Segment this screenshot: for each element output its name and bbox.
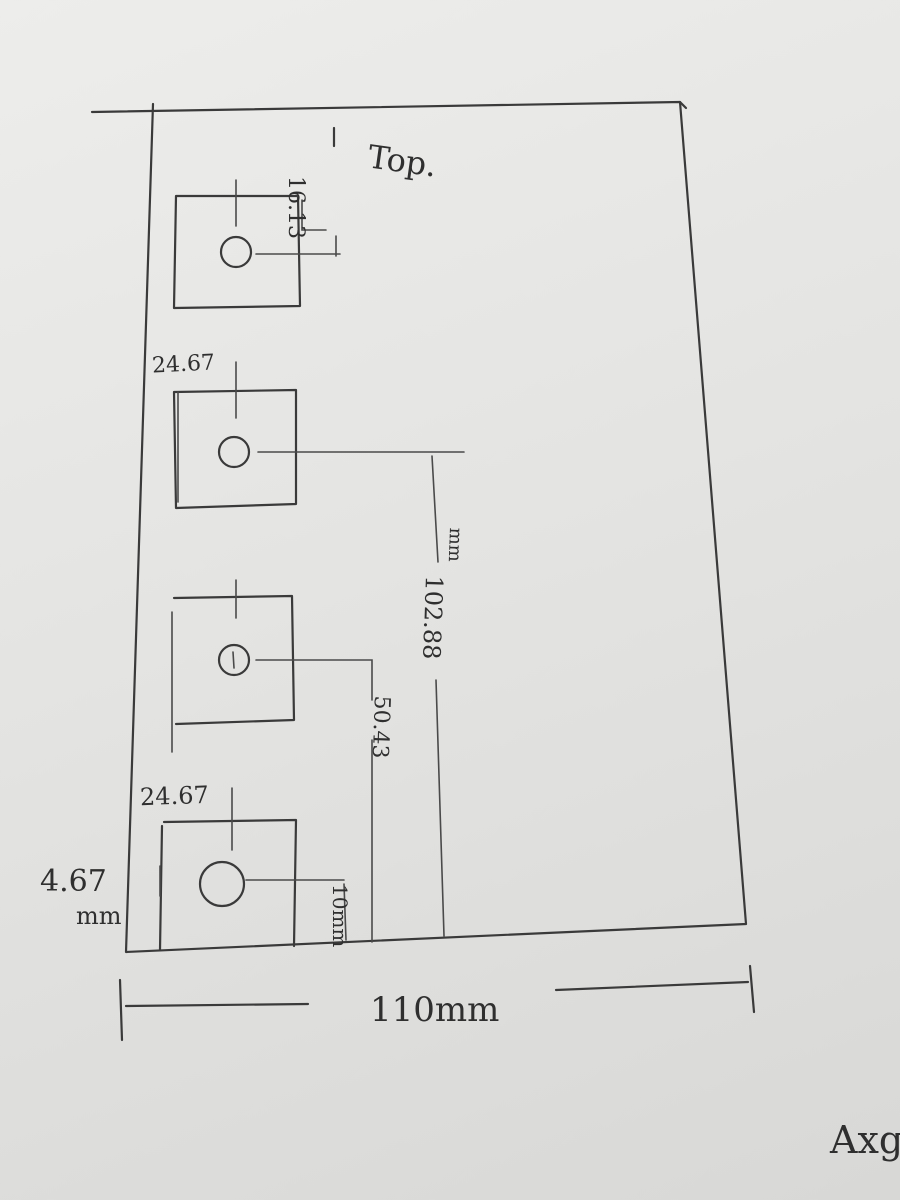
hole-1-dimline — [301, 199, 337, 257]
hole-3-leader — [255, 659, 373, 701]
hole-4 — [198, 860, 246, 908]
label-width: 110mm — [370, 990, 500, 1030]
width-line-right — [554, 980, 750, 992]
label-hole-spacing-lower: 24.67 — [139, 780, 210, 812]
hole-2 — [217, 435, 251, 469]
label-hole-spacing-upper: 24.67 — [151, 350, 216, 379]
label-top-offset: 16.13 — [283, 176, 308, 239]
hole-3-inner — [232, 651, 235, 669]
label-left-margin-unit: mm — [76, 902, 122, 930]
square-4 — [158, 818, 298, 952]
label-center-to-bottom-unit: mm — [443, 527, 466, 563]
hole-3 — [217, 643, 251, 677]
label-left-margin: 4.67 — [40, 864, 107, 899]
hole-1 — [219, 235, 253, 269]
label-center-to-bottom: 102.88 — [417, 575, 448, 660]
width-left-bracket — [118, 978, 124, 1042]
dim-102-line-bottom — [435, 679, 445, 937]
width-right-bracket — [748, 964, 756, 1014]
label-bottom-offset: 10mm — [328, 884, 352, 948]
label-mid-to-bottom: 50.43 — [366, 695, 394, 759]
label-corner-note: Axg — [830, 1118, 900, 1162]
square-1 — [172, 194, 302, 310]
square-2 — [172, 388, 298, 510]
square-3 — [172, 594, 296, 726]
dim-102-line-top — [431, 455, 439, 563]
dim-10-line — [343, 883, 347, 941]
board-corner-mark — [678, 100, 688, 110]
width-line-left — [124, 1002, 310, 1008]
board-outline — [90, 100, 748, 954]
